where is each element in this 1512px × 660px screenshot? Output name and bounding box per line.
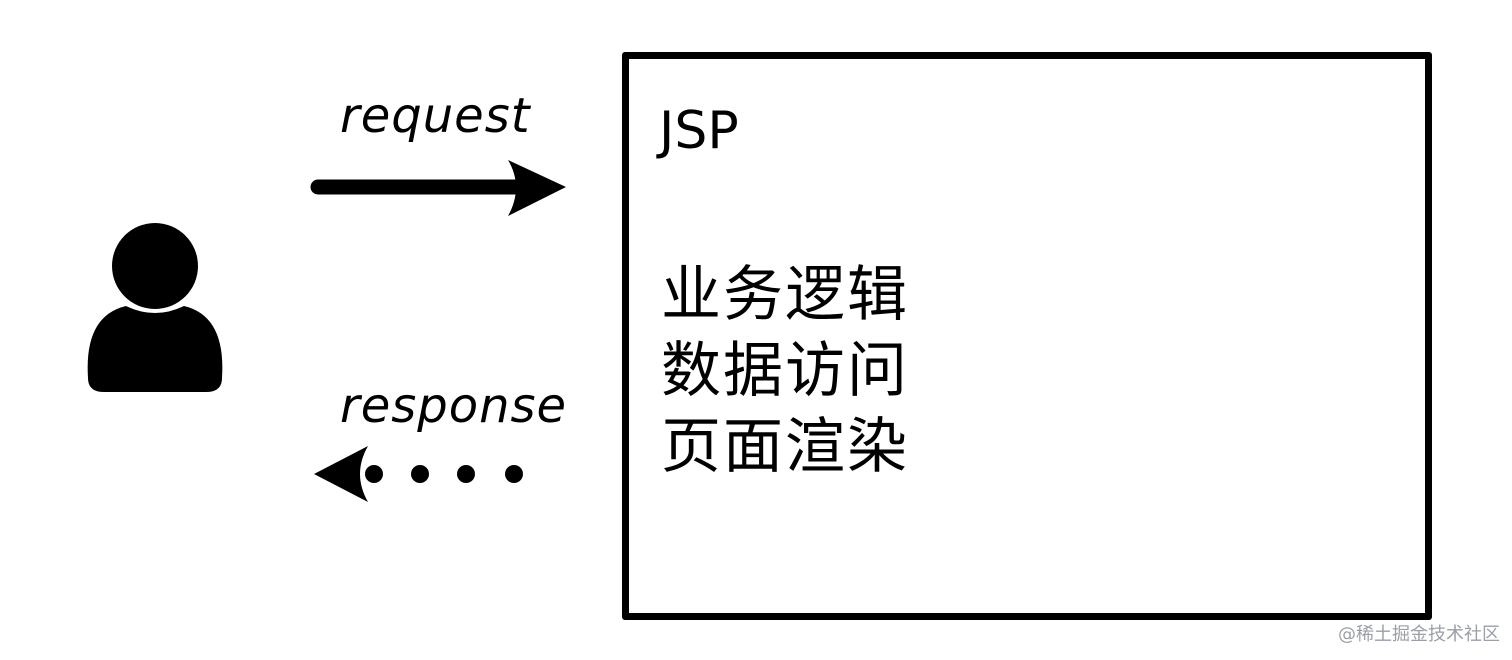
watermark: @稀土掘金技术社区	[1338, 624, 1500, 645]
list-item: 页面渲染	[661, 412, 909, 482]
response-arrow	[306, 440, 536, 506]
list-item: 数据访问	[661, 336, 909, 406]
jsp-responsibility-list: 业务逻辑 数据访问 页面渲染	[661, 257, 909, 485]
response-label: response	[340, 378, 568, 434]
jsp-title: JSP	[659, 101, 739, 161]
jsp-box: JSP 业务逻辑 数据访问 页面渲染	[622, 52, 1432, 620]
request-label: request	[340, 88, 531, 144]
request-arrow	[310, 156, 572, 222]
user-icon	[80, 220, 230, 398]
list-item: 业务逻辑	[661, 260, 909, 330]
